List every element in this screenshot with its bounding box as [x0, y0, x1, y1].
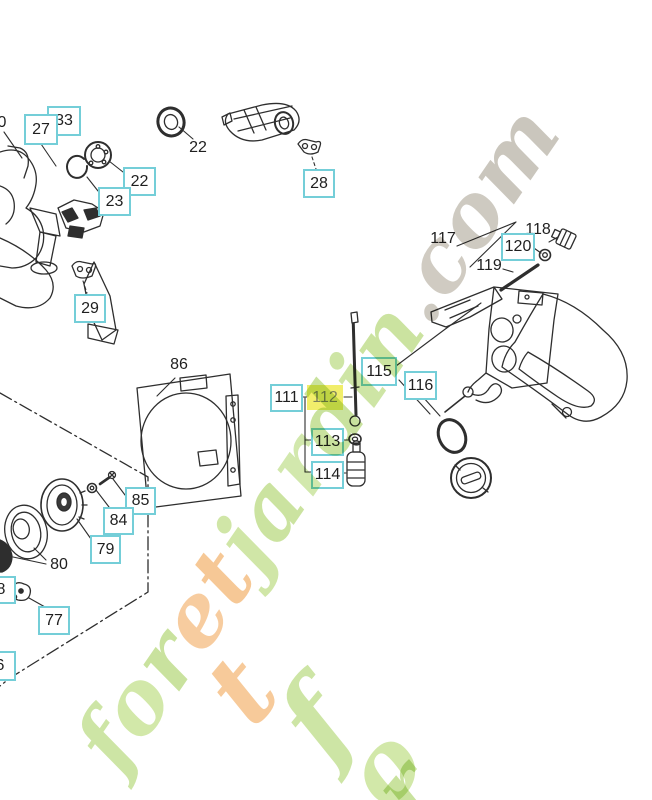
- group-boundary-line: [0, 392, 149, 687]
- vent-plug-drawing: [550, 228, 577, 250]
- bracket-29-drawing: [71, 260, 97, 279]
- part-label-119[interactable]: 119: [476, 257, 502, 274]
- bearing-drawing: [84, 141, 112, 169]
- circlip-drawing: [66, 154, 89, 179]
- leader-lines: [3, 118, 559, 608]
- part-label-27[interactable]: 27: [24, 114, 58, 145]
- part-label-22[interactable]: 22: [123, 167, 156, 196]
- part-label-115[interactable]: 115: [361, 357, 397, 386]
- screw-drawing: [98, 470, 117, 486]
- part-label-86[interactable]: 86: [170, 356, 188, 373]
- seal-drawing: [156, 106, 186, 138]
- part-label-116[interactable]: 116: [404, 371, 437, 400]
- part-label-113[interactable]: 113: [311, 428, 344, 456]
- fuel-cap-drawing: [450, 457, 492, 499]
- part-label-29[interactable]: 29: [74, 294, 106, 323]
- part-label-112[interactable]: 112: [307, 385, 343, 410]
- part-label-78-cut[interactable]: 8: [0, 576, 16, 604]
- fuel-line-drawing: [499, 263, 540, 292]
- washer-120-drawing: [538, 248, 552, 262]
- part-label-77[interactable]: 77: [38, 606, 70, 635]
- part-label-120[interactable]: 120: [501, 233, 535, 261]
- washer-84-drawing: [86, 482, 98, 494]
- oring-drawing: [436, 418, 468, 454]
- starter-plate-drawing: [0, 504, 48, 573]
- part-label-76-cut[interactable]: 6: [0, 651, 16, 681]
- part-label-114[interactable]: 114: [311, 461, 344, 489]
- part-label-22-top[interactable]: 22: [189, 139, 207, 156]
- fuel-filter-drawing: [346, 440, 366, 487]
- starter-pulley-drawing: [40, 478, 88, 532]
- part-label-30-cut[interactable]: 0: [0, 114, 7, 131]
- part-label-23[interactable]: 23: [98, 187, 131, 216]
- cap-retainer-drawing: [444, 383, 503, 413]
- part-label-79[interactable]: 79: [90, 535, 121, 564]
- part-label-117[interactable]: 117: [430, 230, 456, 247]
- tank-handle-drawing: [430, 286, 628, 422]
- fuel-pickup-rod-drawing: [349, 311, 361, 427]
- part-label-111[interactable]: 111: [270, 384, 303, 412]
- muffler-drawing: [221, 102, 300, 142]
- part-label-28[interactable]: 28: [303, 169, 335, 198]
- part-label-84[interactable]: 84: [103, 507, 134, 535]
- fan-plate-drawing: [136, 373, 242, 509]
- bracket-28-drawing: [297, 138, 322, 155]
- part-label-80[interactable]: 80: [50, 556, 68, 573]
